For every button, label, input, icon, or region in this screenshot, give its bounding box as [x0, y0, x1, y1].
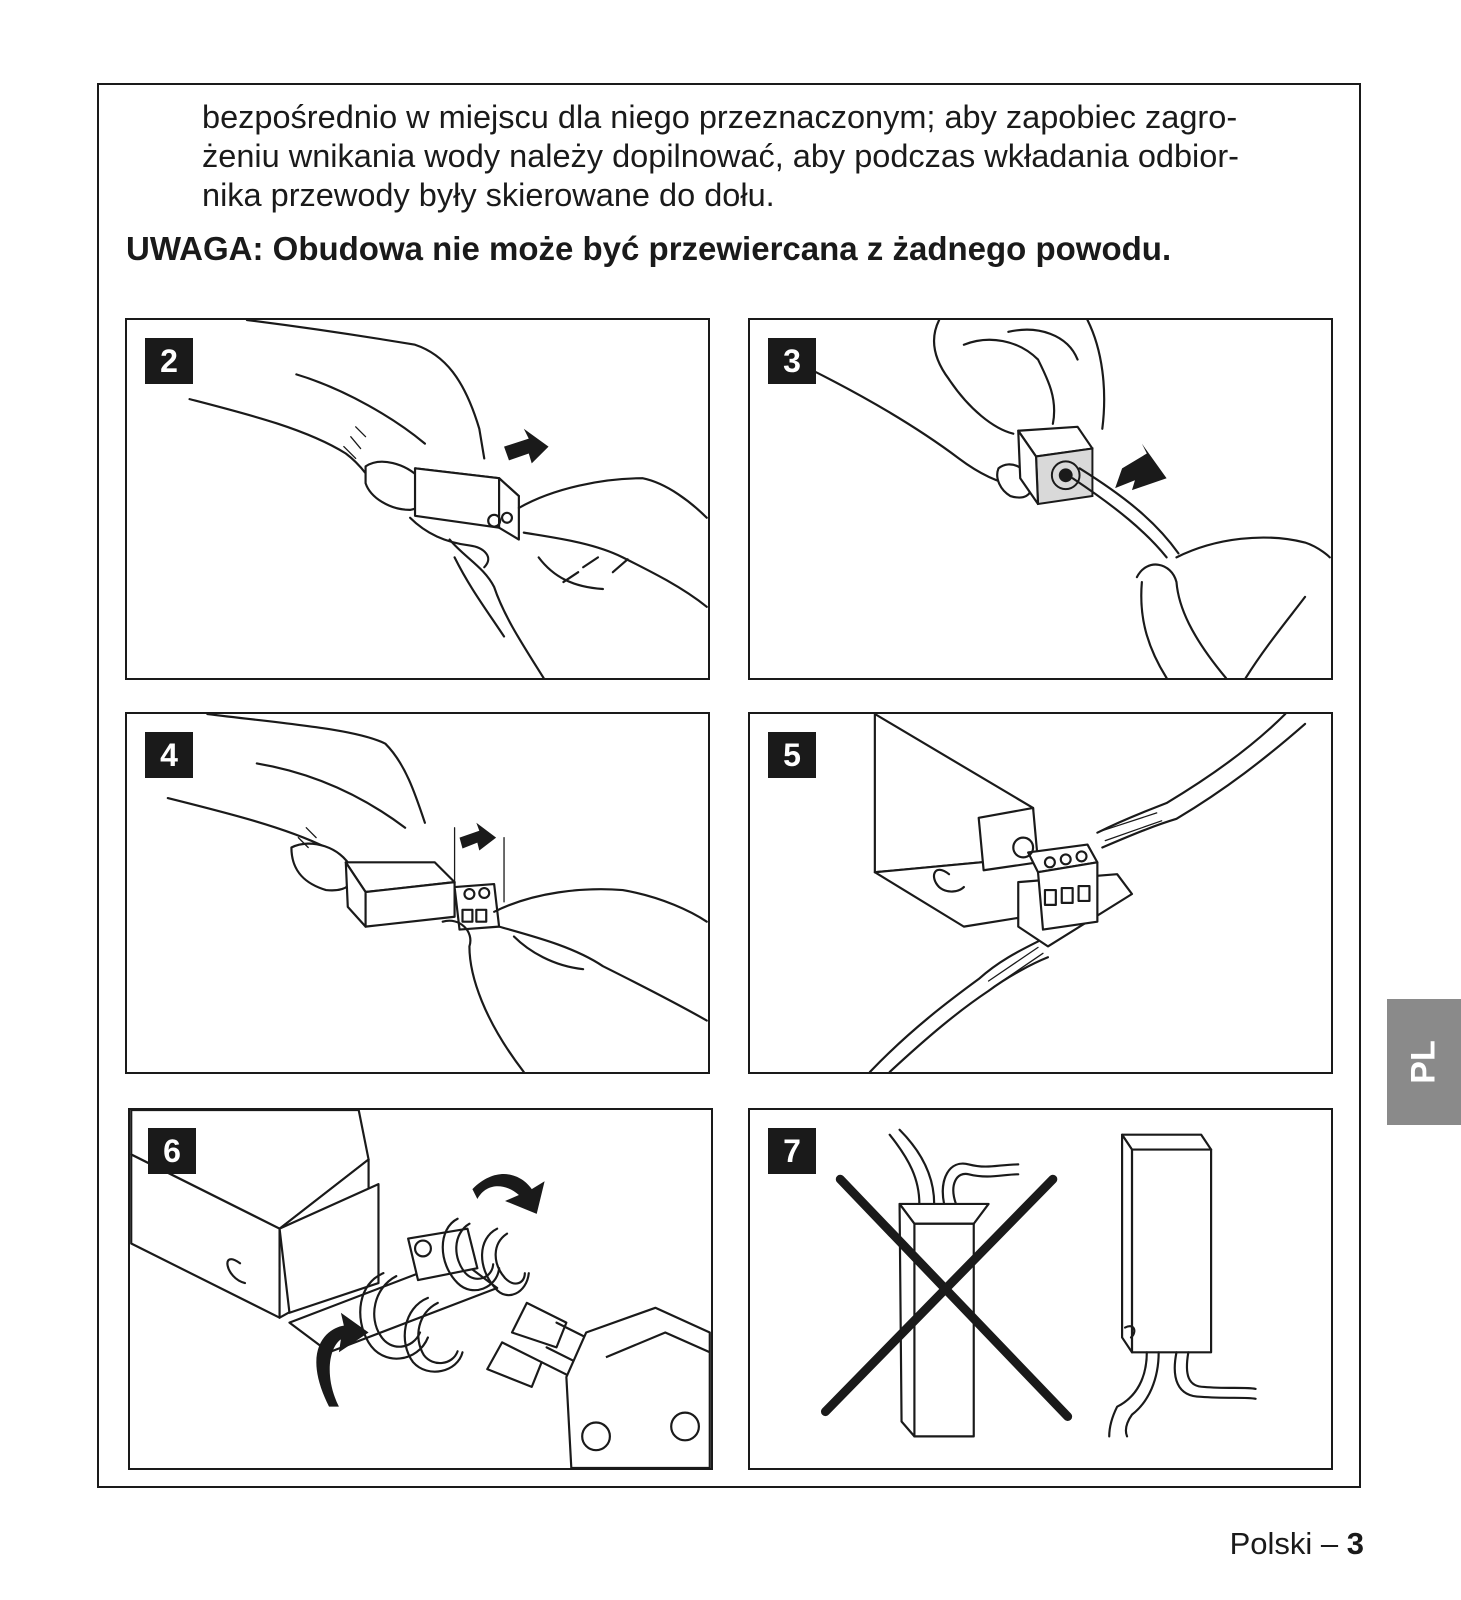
figure-3: 3 — [748, 318, 1333, 680]
figure-number: 5 — [768, 732, 816, 778]
content-frame — [97, 83, 1361, 1488]
figure-7: 7 — [748, 1108, 1333, 1470]
language-tab: PL — [1387, 999, 1461, 1125]
figure-number: 3 — [768, 338, 816, 384]
figure-number: 7 — [768, 1128, 816, 1174]
hands-removing-terminal-icon — [166, 714, 708, 1072]
page-number: 3 — [1346, 1526, 1364, 1561]
intro-paragraph: bezpośrednio w miejscu dla niego przezna… — [202, 98, 1342, 215]
figure-4: 4 — [125, 712, 710, 1074]
figure-number: 6 — [148, 1128, 196, 1174]
intro-line: bezpośrednio w miejscu dla niego przezna… — [202, 99, 1238, 135]
hands-holding-receiver-icon — [188, 320, 708, 678]
figure-number: 2 — [145, 338, 193, 384]
language-tab-label: PL — [1404, 1040, 1443, 1084]
figure-6: 6 — [128, 1108, 713, 1470]
warning-text: UWAGA: Obudowa nie może być przewiercana… — [126, 230, 1172, 267]
intro-line: nika przewody były skierowane do dołu. — [202, 177, 775, 213]
figure-number: 4 — [145, 732, 193, 778]
page-footer: Polski – 3 — [1230, 1526, 1364, 1562]
correct-orientation-icon — [820, 1128, 1257, 1438]
cable-routing-icon — [130, 1110, 711, 1468]
intro-line: żeniu wnikania wody należy dopilnować, a… — [202, 138, 1240, 174]
hands-inserting-cable-icon — [809, 320, 1331, 678]
figure-2: 2 — [125, 318, 710, 680]
footer-language: Polski – — [1229, 1526, 1347, 1561]
terminal-wiring-icon — [868, 714, 1307, 1072]
figure-5: 5 — [748, 712, 1333, 1074]
